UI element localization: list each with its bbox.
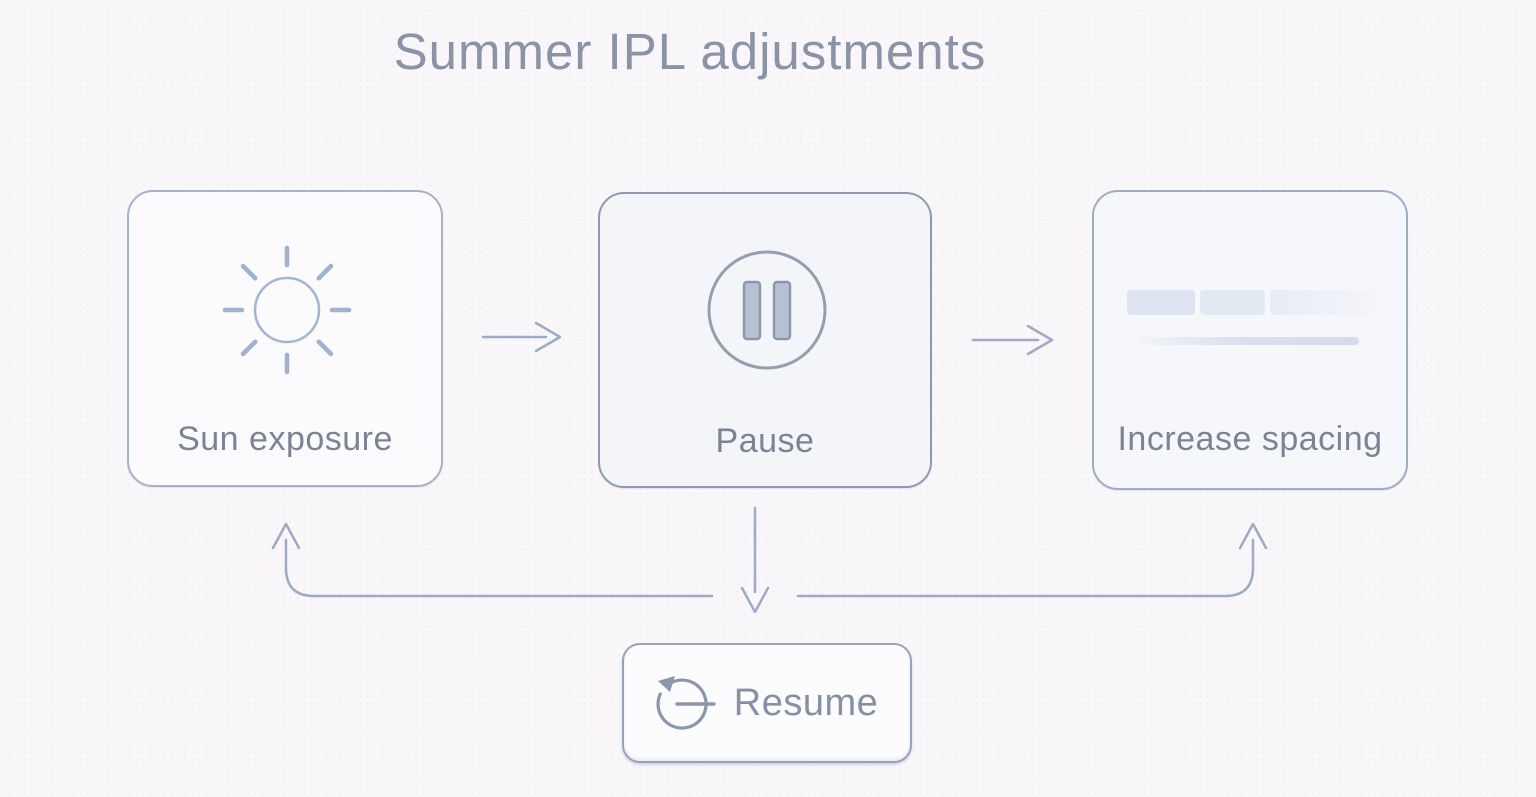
placeholder-block-2 bbox=[1200, 290, 1265, 315]
elbow-arrow-to-sun bbox=[271, 522, 714, 598]
timeline-bar bbox=[1137, 337, 1359, 345]
node-sun-exposure: Sun exposure bbox=[127, 190, 443, 487]
node-label-sun-exposure: Sun exposure bbox=[177, 420, 393, 458]
page-title: Summer IPL adjustments bbox=[393, 23, 987, 80]
restart-icon bbox=[656, 676, 716, 730]
placeholder-block-1 bbox=[1127, 290, 1195, 315]
arrow-pause-to-resume bbox=[740, 506, 770, 614]
node-label-increase-spacing: Increase spacing bbox=[1117, 420, 1383, 458]
node-label-pause: Pause bbox=[715, 422, 815, 460]
elbow-arrow-to-spacing bbox=[796, 522, 1268, 598]
placeholder-block-3 bbox=[1270, 290, 1375, 315]
node-increase-spacing: Increase spacing bbox=[1092, 190, 1408, 490]
arrow-pause-to-spacing bbox=[971, 324, 1054, 356]
pause-icon bbox=[707, 250, 827, 370]
resume-button-label: Resume bbox=[733, 681, 879, 724]
node-pause: Pause bbox=[598, 192, 932, 488]
resume-button[interactable]: Resume bbox=[622, 643, 912, 763]
arrow-sun-to-pause bbox=[481, 321, 562, 353]
sun-icon bbox=[222, 245, 352, 375]
